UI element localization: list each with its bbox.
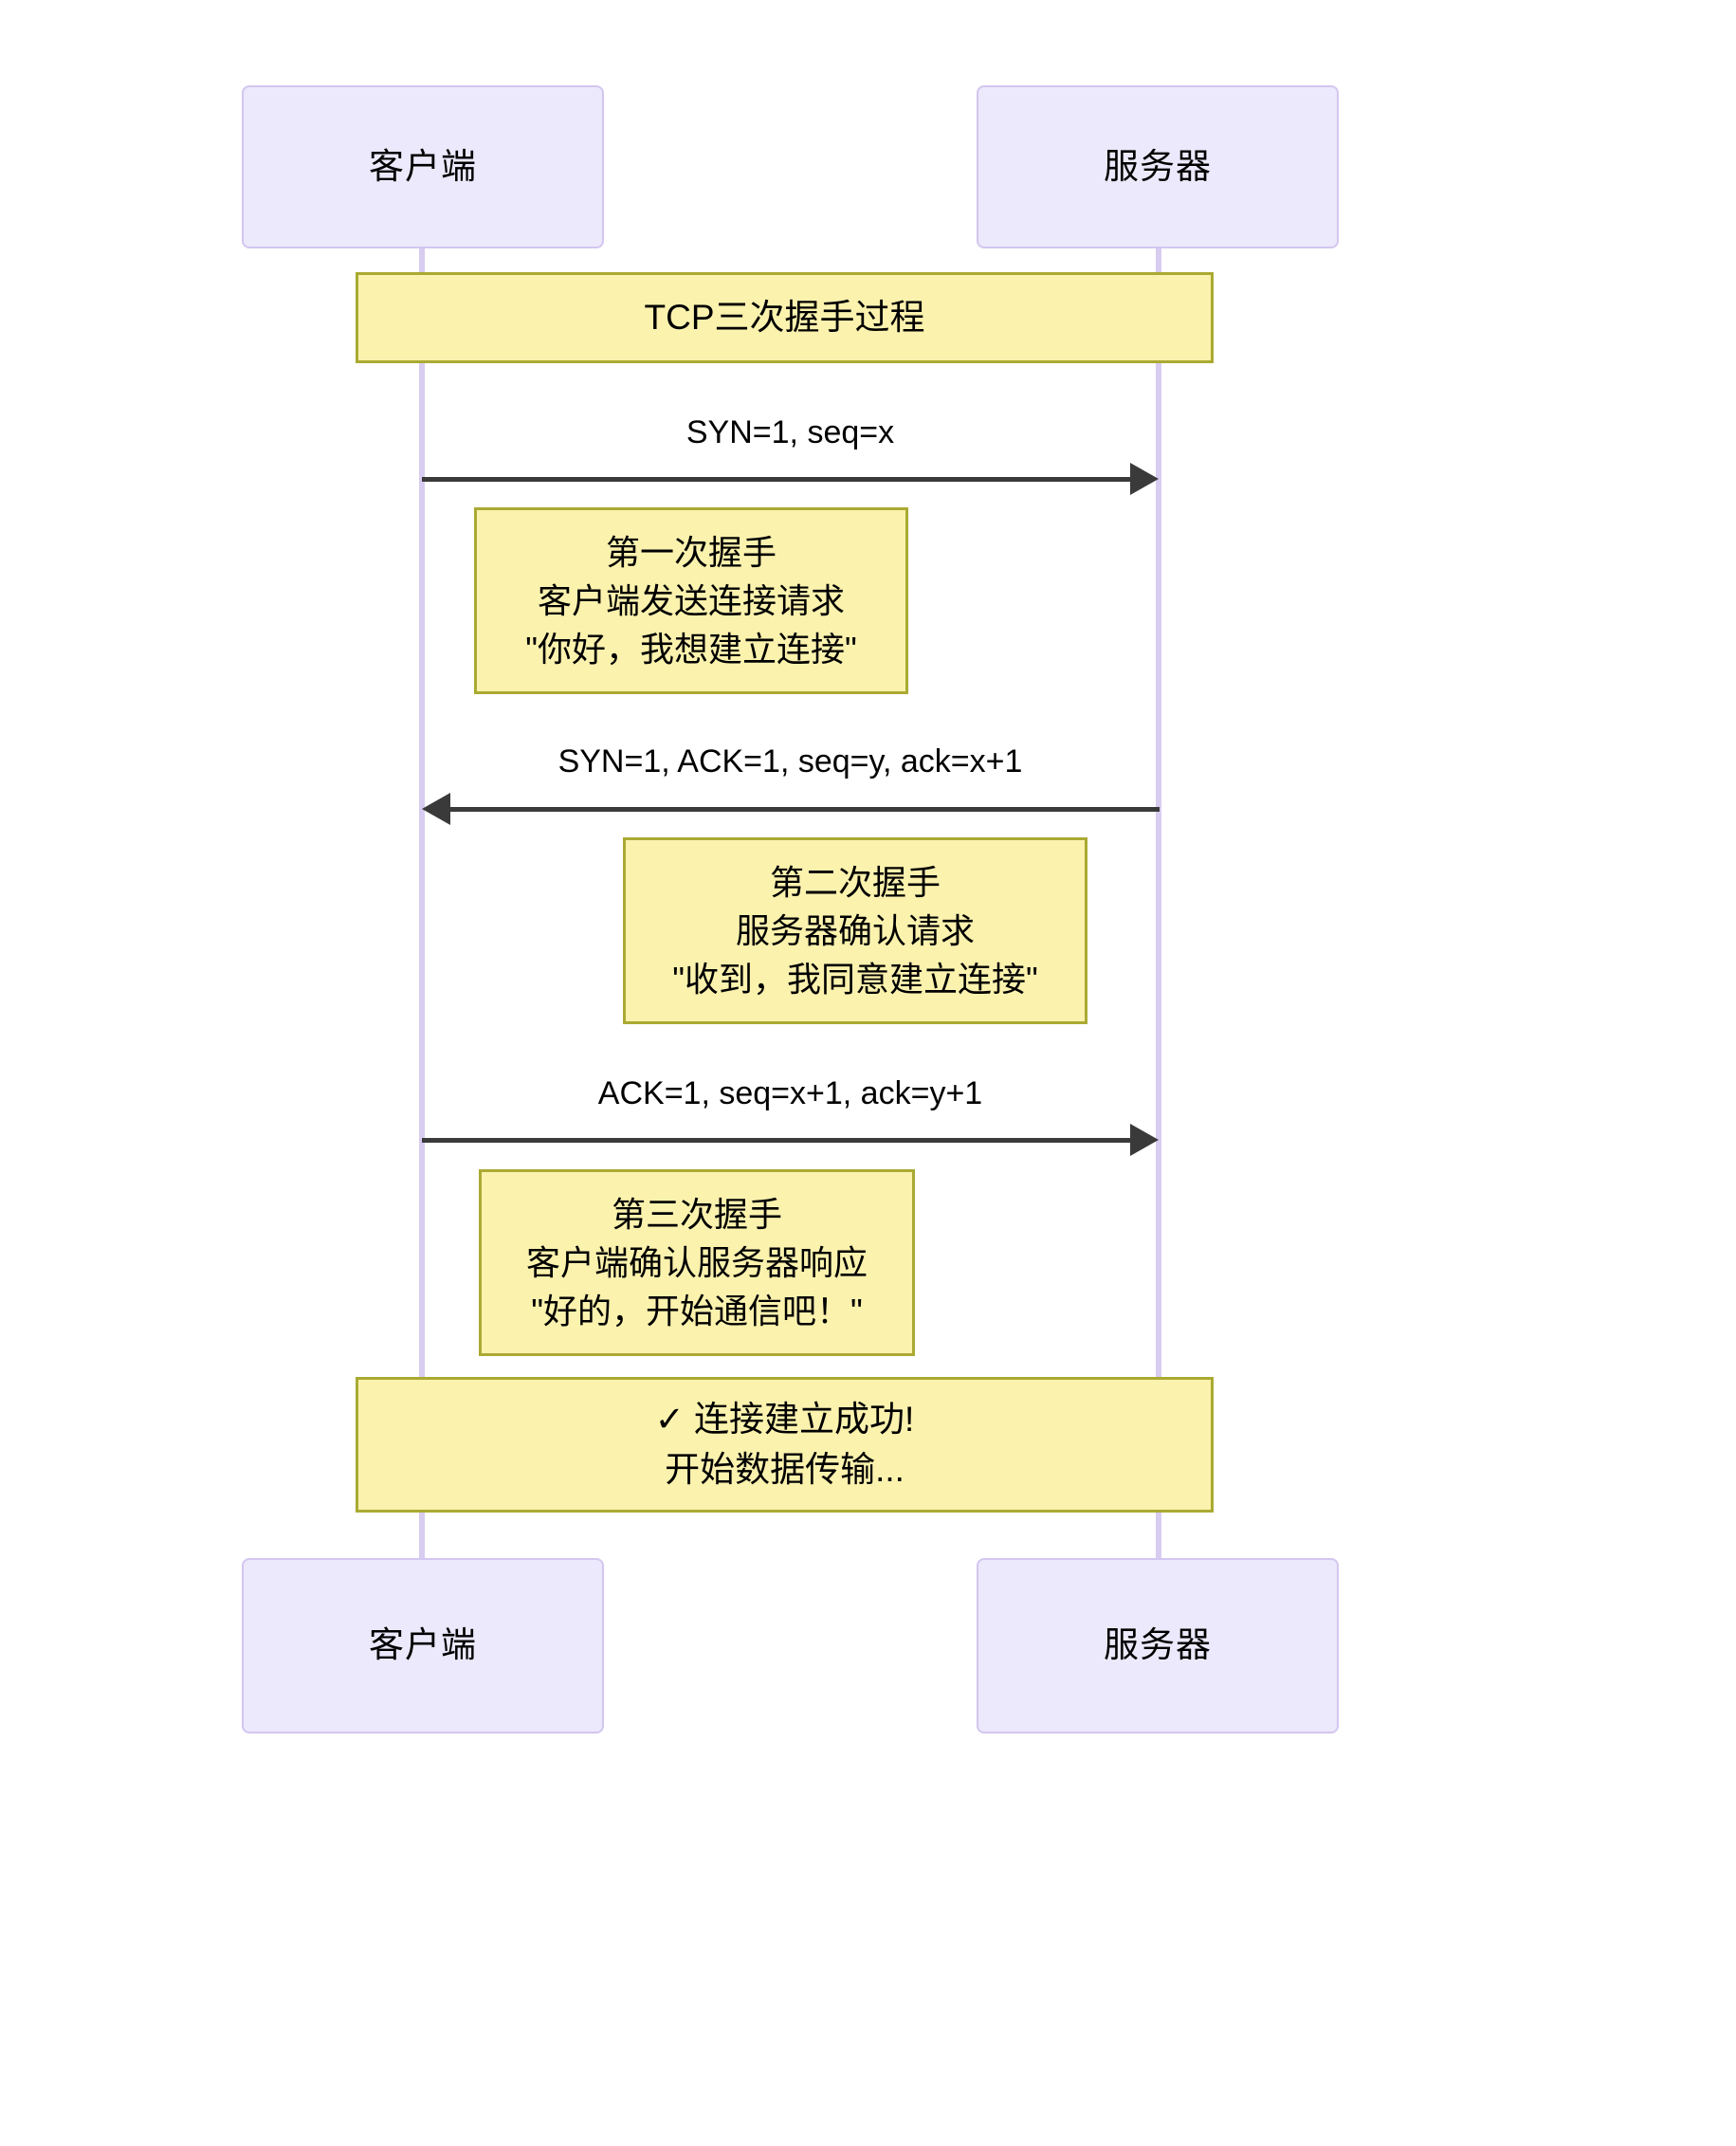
- message-2-arrow-head: [422, 793, 450, 825]
- result-banner: ✓ 连接建立成功! 开始数据传输...: [356, 1377, 1214, 1513]
- result-banner-line-2: 开始数据传输...: [665, 1449, 905, 1489]
- note-first-handshake-line-1: 第一次握手: [605, 532, 777, 572]
- note-second-handshake-line-2: 服务器确认请求: [735, 910, 975, 950]
- message-2-arrow-line: [450, 807, 1160, 812]
- note-second-handshake-line-3: "收到，我同意建立连接": [672, 960, 1038, 1000]
- title-banner: TCP三次握手过程: [356, 272, 1214, 363]
- lifeline-server: [1156, 245, 1161, 1559]
- result-banner-line-1: ✓ 连接建立成功!: [654, 1399, 915, 1439]
- note-first-handshake: 第一次握手 客户端发送连接请求 "你好，我想建立连接": [474, 507, 908, 694]
- message-3-arrow-line: [422, 1138, 1131, 1143]
- participant-server-bottom[interactable]: 服务器: [977, 1558, 1339, 1733]
- participant-client-top-label: 客户端: [369, 146, 477, 186]
- message-1-arrow-head: [1130, 463, 1159, 495]
- note-second-handshake-line-1: 第二次握手: [769, 862, 941, 902]
- participant-client-top[interactable]: 客户端: [242, 85, 604, 248]
- participant-client-bottom[interactable]: 客户端: [242, 1558, 604, 1733]
- message-2-label: SYN=1, ACK=1, seq=y, ack=x+1: [557, 743, 1023, 780]
- message-1-label: SYN=1, seq=x: [685, 414, 895, 450]
- message-1-arrow-line: [422, 477, 1131, 482]
- note-third-handshake-line-3: "好的，开始通信吧！": [531, 1292, 863, 1331]
- participant-server-bottom-label: 服务器: [1104, 1625, 1212, 1665]
- note-first-handshake-line-2: 客户端发送连接请求: [537, 580, 845, 620]
- note-third-handshake-line-2: 客户端确认服务器响应: [525, 1242, 868, 1282]
- note-third-handshake-line-1: 第三次握手: [611, 1194, 782, 1234]
- participant-server-top-label: 服务器: [1104, 146, 1212, 186]
- message-3-arrow-head: [1130, 1124, 1159, 1156]
- lifeline-client: [419, 245, 425, 1559]
- note-third-handshake: 第三次握手 客户端确认服务器响应 "好的，开始通信吧！": [479, 1169, 915, 1356]
- message-3-label: ACK=1, seq=x+1, ack=y+1: [597, 1075, 983, 1111]
- participant-server-top[interactable]: 服务器: [977, 85, 1339, 248]
- participant-client-bottom-label: 客户端: [369, 1625, 477, 1665]
- title-banner-text: TCP三次握手过程: [644, 297, 925, 337]
- note-second-handshake: 第二次握手 服务器确认请求 "收到，我同意建立连接": [623, 837, 1087, 1024]
- note-first-handshake-line-3: "你好，我想建立连接": [525, 630, 857, 669]
